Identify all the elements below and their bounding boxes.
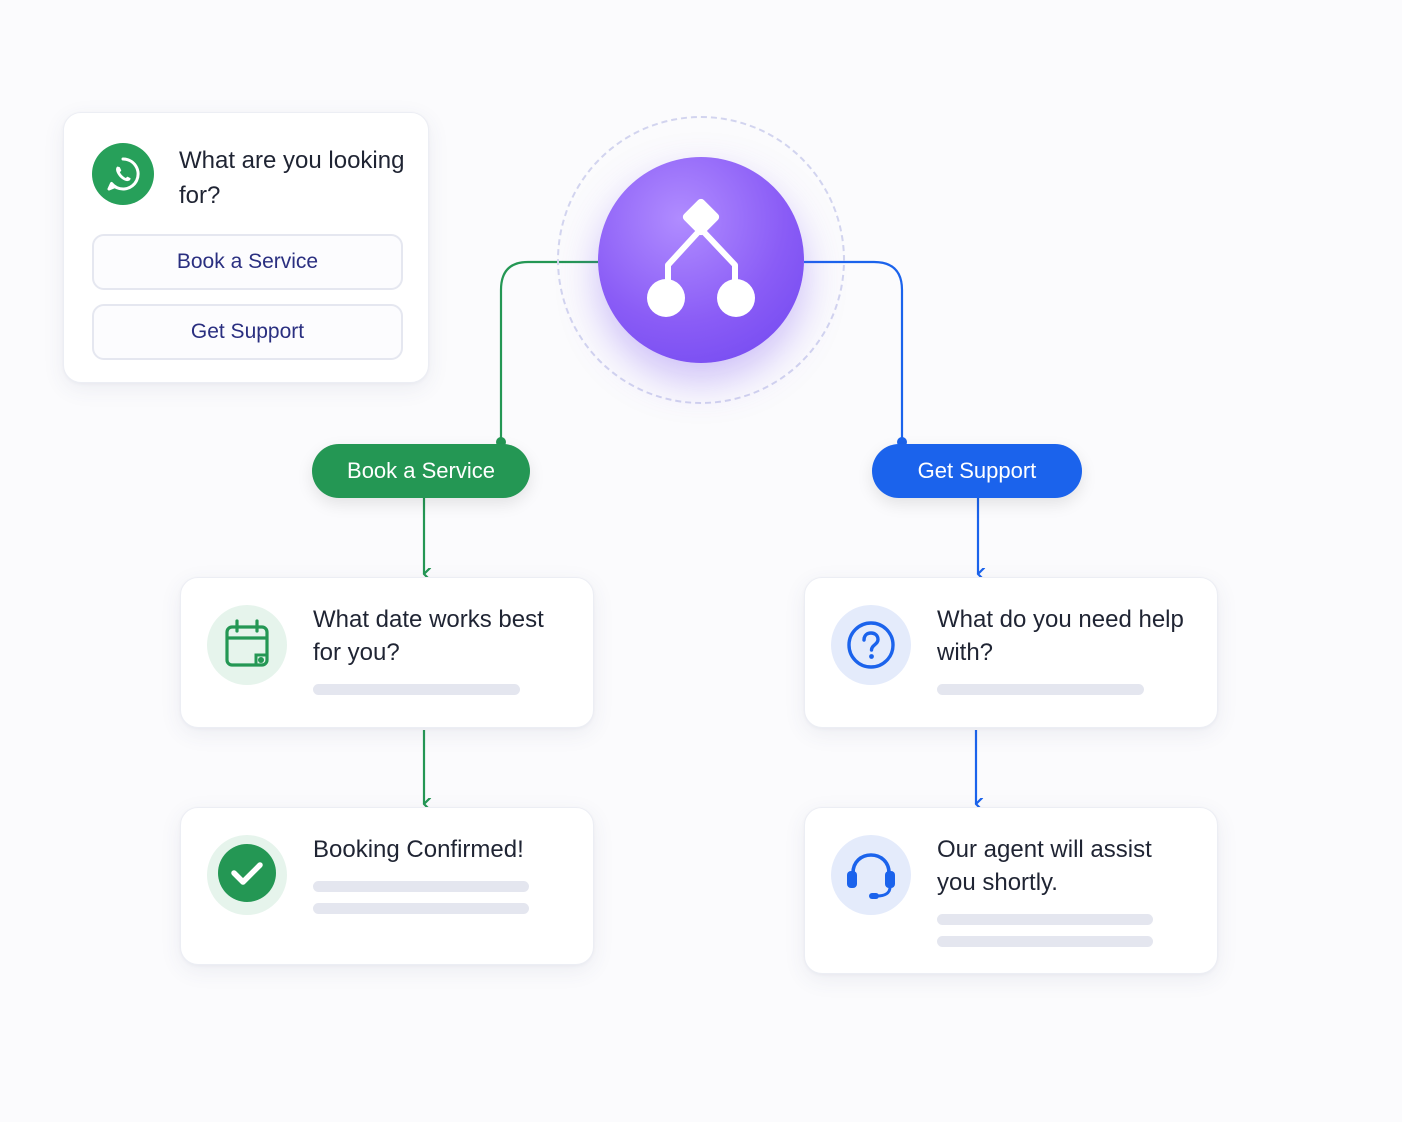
- calendar-icon: [207, 605, 287, 685]
- whatsapp-icon: [92, 143, 154, 205]
- branch-pill-book-service[interactable]: Book a Service: [312, 444, 530, 498]
- placeholder-line: [937, 914, 1153, 925]
- step-text-agent: Our agent will assist you shortly.: [937, 836, 1152, 896]
- option-get-support-button[interactable]: Get Support: [92, 304, 403, 360]
- placeholder-line: [313, 881, 529, 892]
- branch-split-icon: [647, 198, 755, 317]
- step-card-date: What date works best for you?: [180, 577, 594, 728]
- placeholder-line: [313, 684, 520, 695]
- hub-node[interactable]: [598, 157, 804, 363]
- chat-card: What are you looking for? Book a Service…: [63, 112, 429, 383]
- headset-icon: [831, 835, 911, 915]
- branch-pill-get-support[interactable]: Get Support: [872, 444, 1082, 498]
- step-text-help: What do you need help with?: [937, 606, 1184, 666]
- placeholder-line: [313, 903, 529, 914]
- question-circle-icon: [831, 605, 911, 685]
- step-card-confirmed: Booking Confirmed!: [180, 807, 594, 965]
- hub-dashed-ring: [557, 116, 845, 404]
- check-circle-icon: [207, 835, 287, 915]
- step-text-date: What date works best for you?: [313, 606, 544, 666]
- step-card-help: What do you need help with?: [804, 577, 1218, 728]
- placeholder-line: [937, 936, 1153, 947]
- option-book-service-button[interactable]: Book a Service: [92, 234, 403, 290]
- step-card-agent: Our agent will assist you shortly.: [804, 807, 1218, 974]
- placeholder-line: [937, 684, 1144, 695]
- step-text-confirmed: Booking Confirmed!: [313, 836, 524, 863]
- chat-question: What are you looking for?: [179, 147, 405, 209]
